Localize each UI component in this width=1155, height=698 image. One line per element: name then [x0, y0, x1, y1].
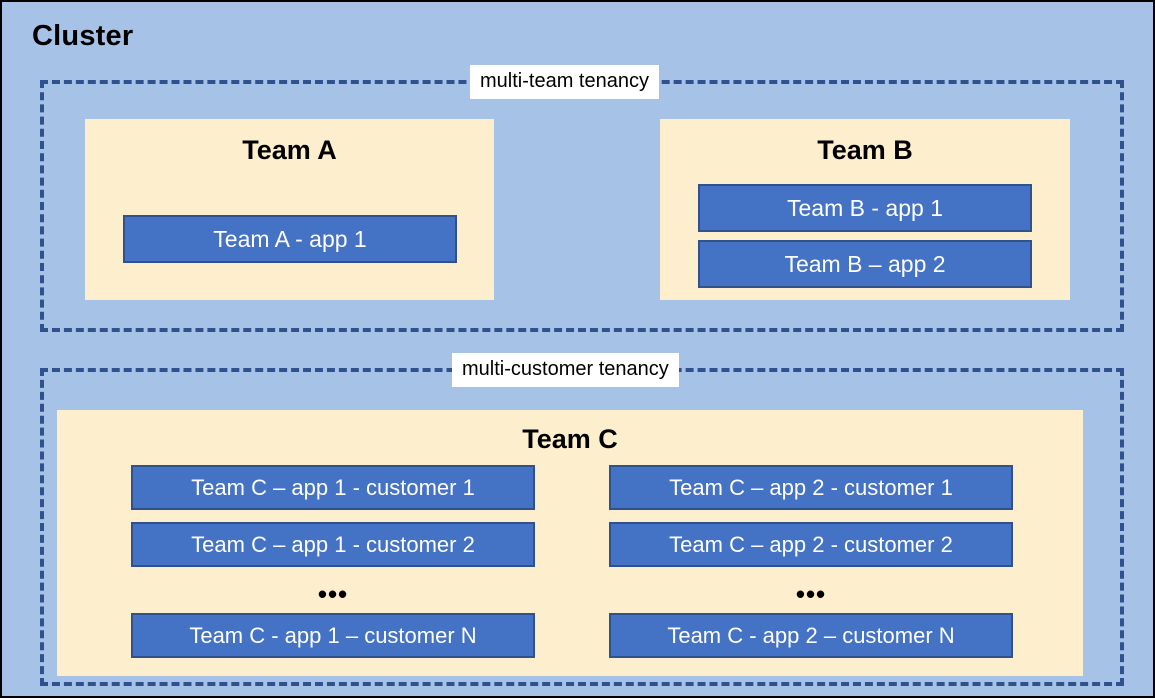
app-chip-team-c-app-1-customer-n[interactable]: Team C - app 1 – customer N: [131, 613, 535, 658]
app-chip-team-c-app-1-customer-2[interactable]: Team C – app 1 - customer 2: [131, 522, 535, 567]
app-chip-team-c-app-1-customer-1[interactable]: Team C – app 1 - customer 1: [131, 465, 535, 510]
ellipsis-team-c-app-1: •••: [317, 579, 349, 609]
team-box-team-b: Team B Team B - app 1 Team B – app 2: [660, 119, 1070, 300]
tenancy-zone-label-multi-team: multi-team tenancy: [470, 65, 659, 99]
team-title-team-b: Team B: [817, 135, 913, 165]
app-column-team-c-app-2: Team C – app 2 - customer 1 Team C – app…: [609, 465, 1013, 670]
ellipsis-team-c-app-2: •••: [795, 579, 827, 609]
team-title-team-a: Team A: [242, 135, 337, 165]
team-box-team-c: Team C Team C – app 1 - customer 1 Team …: [57, 410, 1083, 676]
app-chip-team-c-app-2-customer-2[interactable]: Team C – app 2 - customer 2: [609, 522, 1013, 567]
tenancy-zone-label-multi-customer: multi-customer tenancy: [452, 353, 679, 387]
app-chip-team-b-app-2[interactable]: Team B – app 2: [698, 240, 1032, 288]
app-chip-team-c-app-2-customer-n[interactable]: Team C - app 2 – customer N: [609, 613, 1013, 658]
app-chip-team-b-app-1[interactable]: Team B - app 1: [698, 184, 1032, 232]
team-box-team-a: Team A Team A - app 1: [85, 119, 494, 300]
team-title-team-c: Team C: [522, 424, 618, 454]
app-chip-team-a-app-1[interactable]: Team A - app 1: [123, 215, 457, 263]
app-chip-team-c-app-2-customer-1[interactable]: Team C – app 2 - customer 1: [609, 465, 1013, 510]
page-title: Cluster: [32, 20, 134, 52]
app-column-team-c-app-1: Team C – app 1 - customer 1 Team C – app…: [131, 465, 535, 670]
